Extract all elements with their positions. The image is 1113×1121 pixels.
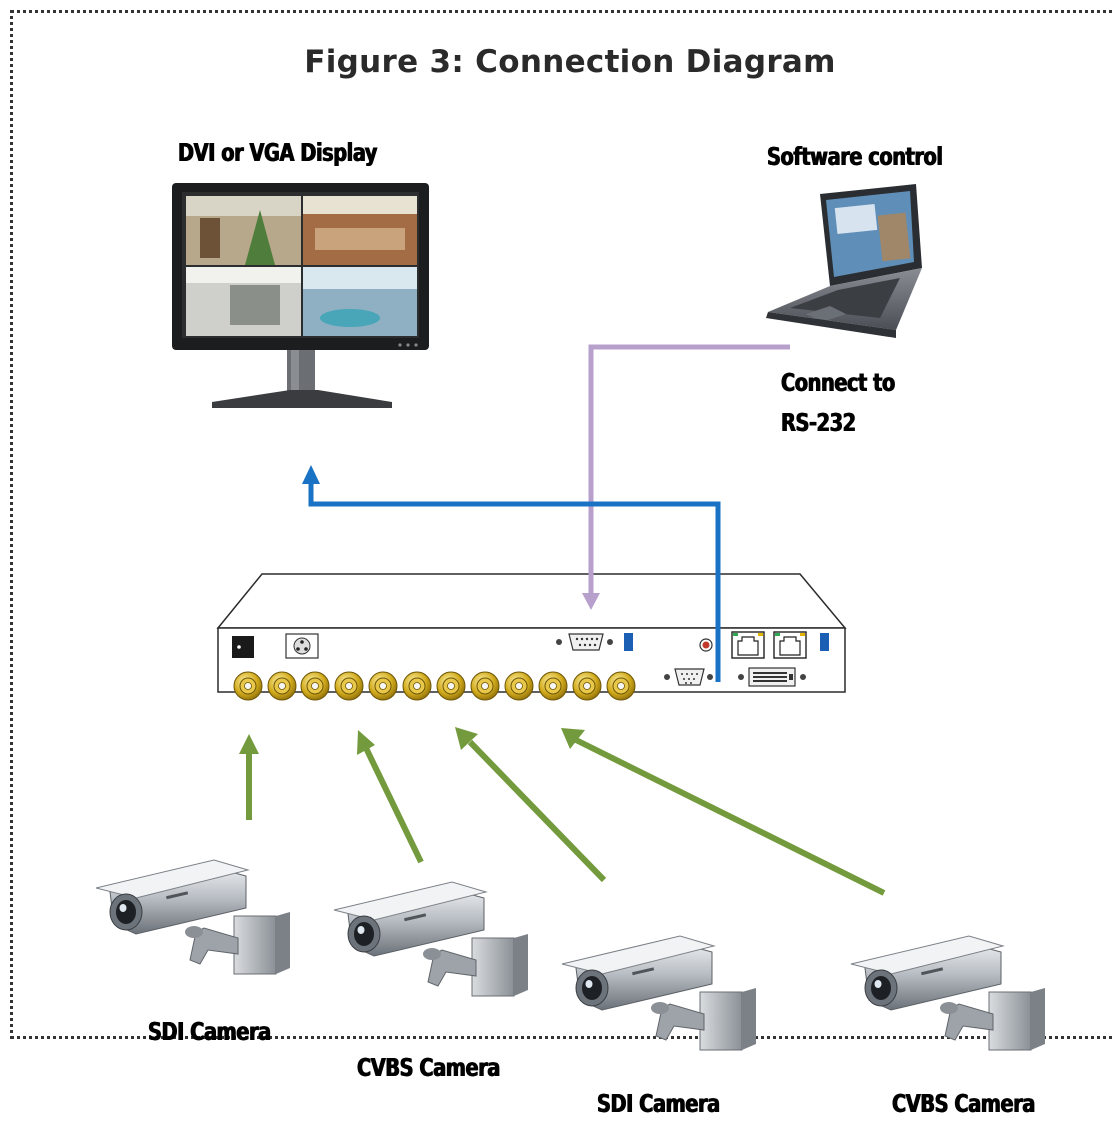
rs232-label-line2: RS-232 (781, 408, 856, 437)
software-control-label: Software control (767, 142, 943, 171)
camera-label: CVBS Camera (892, 1089, 1035, 1118)
monitor-icon (172, 183, 429, 408)
camera-icon (95, 859, 291, 975)
camera-arrows (239, 727, 886, 896)
camera-label: SDI Camera (148, 1017, 271, 1046)
camera-icon (561, 935, 757, 1051)
camera-label: CVBS Camera (357, 1053, 500, 1082)
camera-icon (333, 881, 529, 997)
diagram-title: Figure 3: Connection Diagram (304, 44, 836, 80)
video-out-arrow (302, 465, 721, 682)
device-icon (216, 573, 847, 701)
diagram-border (10, 10, 1113, 1039)
rs232-label-line1: Connect to (781, 368, 895, 397)
rs232-arrow (582, 344, 790, 610)
laptop-icon (760, 178, 928, 343)
display-label: DVI or VGA Display (178, 138, 377, 167)
camera-label: SDI Camera (597, 1089, 720, 1118)
camera-icon (850, 935, 1046, 1051)
